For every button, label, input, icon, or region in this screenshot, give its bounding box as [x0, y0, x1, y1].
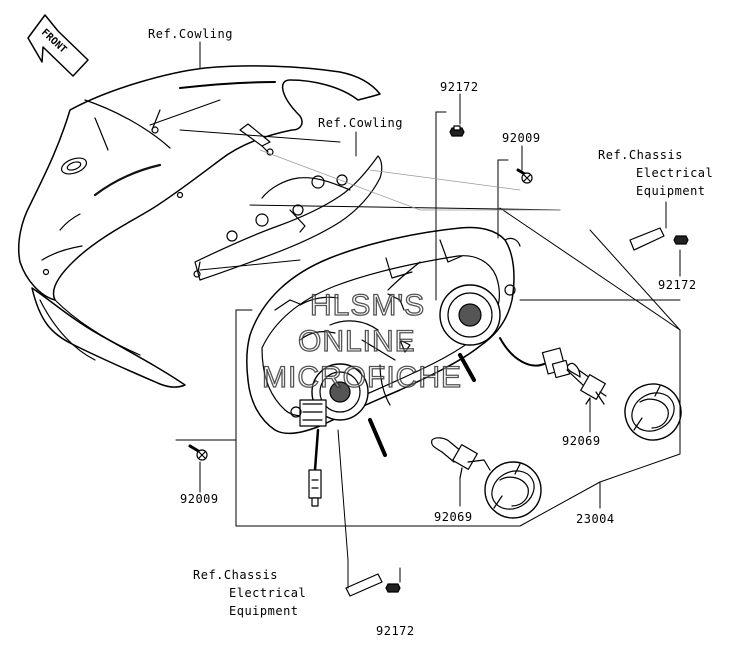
bulb-92069-right-part: [566, 362, 607, 433]
label-92009-left: 92009: [180, 492, 219, 506]
label-92172-bottom: 92172: [376, 624, 415, 638]
watermark-line-3: MICROFICHE: [261, 361, 462, 394]
bolt-92172-top-part: [449, 125, 465, 137]
perspective-guides: [259, 149, 561, 211]
bulb-92069-bottom-part: [431, 437, 491, 507]
headlight-assembly-part: [245, 226, 571, 507]
cowling-stay-part: [193, 123, 383, 281]
label-ref-chassis-bottom-3: Equipment: [229, 604, 299, 618]
cap-bottom-part: [484, 461, 542, 519]
upper-cowling-part: [18, 65, 381, 388]
label-ref-chassis-bottom-2: Electrical: [229, 586, 307, 600]
label-92009-top: 92009: [502, 131, 541, 145]
label-ref-chassis-bottom-1: Ref.Chassis: [193, 568, 278, 582]
label-ref-cowling-top: Ref.Cowling: [148, 27, 233, 41]
cap-right-part: [624, 383, 682, 441]
screw-92009-left-part: [188, 444, 208, 461]
watermark-line-2: ONLINE: [297, 325, 416, 358]
leader-lines: [149, 41, 681, 589]
label-23004: 23004: [576, 512, 615, 526]
bracket-right-part: [629, 227, 665, 251]
bracket-bottom-part: [345, 573, 383, 597]
label-92069-bottom: 92069: [434, 510, 473, 524]
front-arrow-icon: FRONT: [27, 14, 89, 77]
label-ref-chassis-right-2: Electrical: [636, 166, 714, 180]
bolt-92172-right-part: [673, 235, 689, 245]
label-ref-chassis-right-3: Equipment: [636, 184, 706, 198]
bolt-92172-bottom-part: [385, 583, 401, 593]
label-ref-cowling-mid: Ref.Cowling: [318, 116, 403, 130]
label-92172-right: 92172: [658, 278, 697, 292]
label-92172-top: 92172: [440, 80, 479, 94]
watermark-line-1: HLSM'S: [309, 289, 426, 322]
screw-92009-top-part: [516, 168, 533, 184]
label-92069-right: 92069: [562, 434, 601, 448]
label-ref-chassis-right-1: Ref.Chassis: [598, 148, 683, 162]
